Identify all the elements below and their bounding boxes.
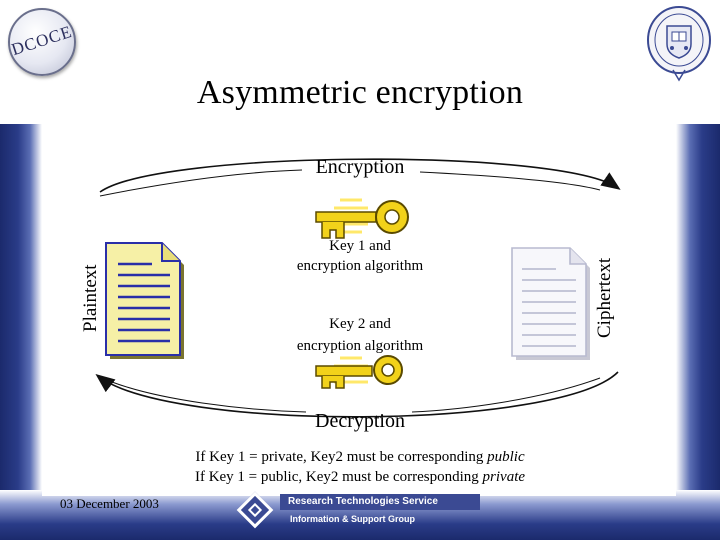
- decryption-arrow: [95, 371, 619, 418]
- ciphertext-document-icon: [511, 247, 590, 360]
- rts-banner-subtitle: Information & Support Group: [290, 514, 415, 524]
- note-line-2: If Key 1 = public, Key2 must be correspo…: [110, 469, 610, 486]
- note-line-1: If Key 1 = private, Key2 must be corresp…: [110, 449, 610, 466]
- note-line-1-emphasis: public: [487, 449, 525, 465]
- plaintext-document-icon: [105, 242, 184, 359]
- key-1-label-line2: encryption algorithm: [296, 258, 424, 274]
- dcoce-logo: DCOCE: [8, 8, 76, 76]
- university-crest-icon: [647, 6, 711, 82]
- note-line-2-text: If Key 1 = public, Key2 must be correspo…: [194, 469, 483, 485]
- key-2-label-line2: encryption algorithm: [296, 338, 424, 354]
- footer-date: 03 December 2003: [60, 496, 159, 511]
- key-2-label-line1: Key 2 and: [329, 316, 391, 332]
- key-1-label-line1: Key 1 and: [329, 238, 391, 254]
- plaintext-label: Plaintext: [80, 264, 101, 332]
- key-2-icon: [315, 355, 403, 389]
- note-line-1-text: If Key 1 = private, Key2 must be corresp…: [195, 449, 488, 465]
- note-line-2-emphasis: private: [482, 469, 526, 485]
- rts-diamond-icon: [236, 491, 274, 529]
- key-1-icon: [315, 198, 409, 239]
- decryption-label: Decryption: [315, 410, 405, 432]
- slide-title: Asymmetric encryption: [196, 74, 524, 111]
- encryption-arrow: [99, 158, 621, 193]
- encryption-label: Encryption: [315, 156, 405, 178]
- rts-banner-title: Research Technologies Service: [280, 494, 480, 510]
- rts-banner: Research Technologies Service Informatio…: [236, 491, 480, 529]
- ciphertext-label: Ciphertext: [594, 257, 615, 339]
